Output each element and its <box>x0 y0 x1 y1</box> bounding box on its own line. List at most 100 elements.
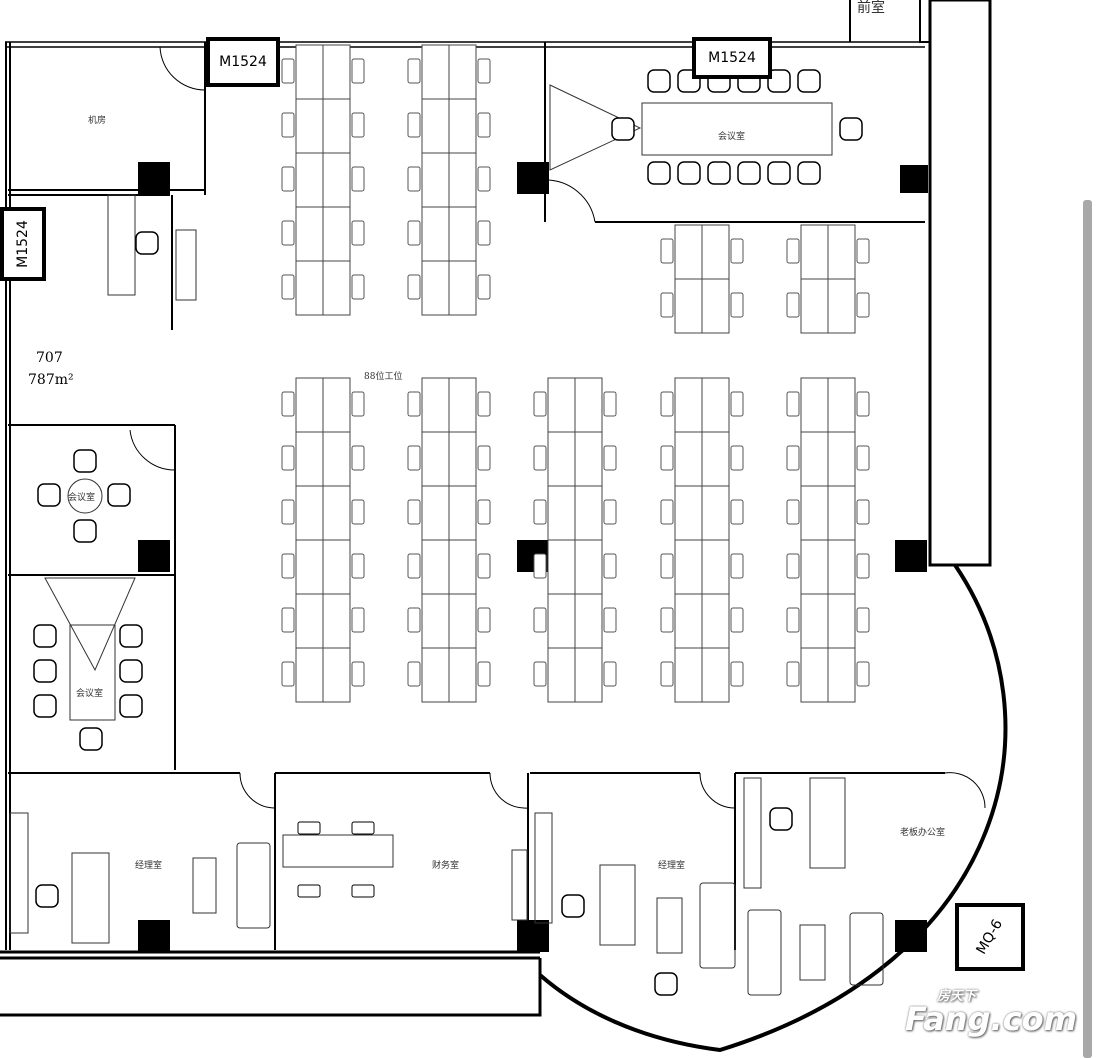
chair <box>281 661 295 687</box>
desk <box>322 647 351 703</box>
chair <box>477 274 491 300</box>
chair <box>351 499 365 525</box>
chair <box>786 553 800 579</box>
chair <box>281 445 295 471</box>
desk <box>322 377 351 433</box>
desk <box>421 647 450 703</box>
armchair <box>707 161 731 185</box>
chair <box>477 553 491 579</box>
vertical-scrollbar[interactable] <box>1083 200 1092 1058</box>
chair <box>660 391 674 417</box>
room-label-meeting-large: 会议室 <box>76 689 104 699</box>
chair <box>660 499 674 525</box>
chair <box>730 292 744 318</box>
armchair <box>37 483 61 507</box>
armchair <box>119 624 143 648</box>
desk <box>322 152 351 208</box>
chair <box>660 553 674 579</box>
chair <box>660 445 674 471</box>
desk <box>701 431 730 487</box>
desk <box>827 224 856 280</box>
chair <box>856 607 870 633</box>
armchair <box>677 161 701 185</box>
desk <box>421 260 450 316</box>
desk <box>547 593 576 649</box>
chair <box>786 445 800 471</box>
armchair <box>647 69 671 93</box>
chair <box>533 553 547 579</box>
desk <box>574 485 603 541</box>
chair <box>297 821 321 835</box>
desk <box>827 647 856 703</box>
desk <box>448 377 477 433</box>
armchair <box>135 231 159 255</box>
room-label-manager-right: 经理室 <box>658 861 686 871</box>
unit-area: 787m² <box>28 372 74 388</box>
workstation-desks <box>295 44 856 703</box>
desk <box>448 98 477 154</box>
chair <box>533 445 547 471</box>
desk <box>448 593 477 649</box>
desk <box>800 224 829 280</box>
desk <box>800 539 829 595</box>
chair <box>281 166 295 192</box>
desk <box>827 377 856 433</box>
curtain-wall-text: MQ-6 <box>973 916 1007 958</box>
desk <box>448 44 477 100</box>
desk <box>827 593 856 649</box>
column <box>517 920 549 952</box>
desk <box>421 593 450 649</box>
desk <box>421 377 450 433</box>
desk <box>574 593 603 649</box>
armchair <box>107 483 131 507</box>
walls <box>0 0 1008 1053</box>
desk <box>295 647 324 703</box>
desk <box>322 206 351 262</box>
room-label-boss-office: 老板办公室 <box>900 828 946 838</box>
armchair <box>33 659 57 683</box>
desk <box>295 377 324 433</box>
chair <box>281 274 295 300</box>
desk <box>574 431 603 487</box>
armchair <box>73 449 97 473</box>
column <box>138 540 170 572</box>
chair <box>407 661 421 687</box>
desk <box>322 485 351 541</box>
desk <box>295 539 324 595</box>
chair <box>281 553 295 579</box>
desk <box>295 44 324 100</box>
chair <box>281 607 295 633</box>
armchair <box>647 161 671 185</box>
chair <box>856 661 870 687</box>
chair <box>603 499 617 525</box>
armchair <box>797 161 821 185</box>
desk <box>827 485 856 541</box>
desk <box>421 485 450 541</box>
chair <box>407 112 421 138</box>
chair <box>351 884 375 898</box>
chair <box>351 112 365 138</box>
armchair <box>769 807 793 831</box>
armchair <box>737 161 761 185</box>
chair <box>856 499 870 525</box>
chair <box>351 661 365 687</box>
room-label-server-room: 机房 <box>88 116 107 126</box>
desk <box>827 539 856 595</box>
chair <box>351 166 365 192</box>
chair <box>477 499 491 525</box>
chair <box>786 238 800 264</box>
chair <box>407 553 421 579</box>
chair <box>477 445 491 471</box>
desk <box>547 539 576 595</box>
chair <box>477 391 491 417</box>
chair <box>603 391 617 417</box>
desk <box>674 593 703 649</box>
chair <box>407 274 421 300</box>
desk <box>421 152 450 208</box>
desk <box>295 206 324 262</box>
chair <box>856 292 870 318</box>
chair <box>351 553 365 579</box>
desk <box>547 647 576 703</box>
chair <box>856 391 870 417</box>
column <box>138 162 170 194</box>
